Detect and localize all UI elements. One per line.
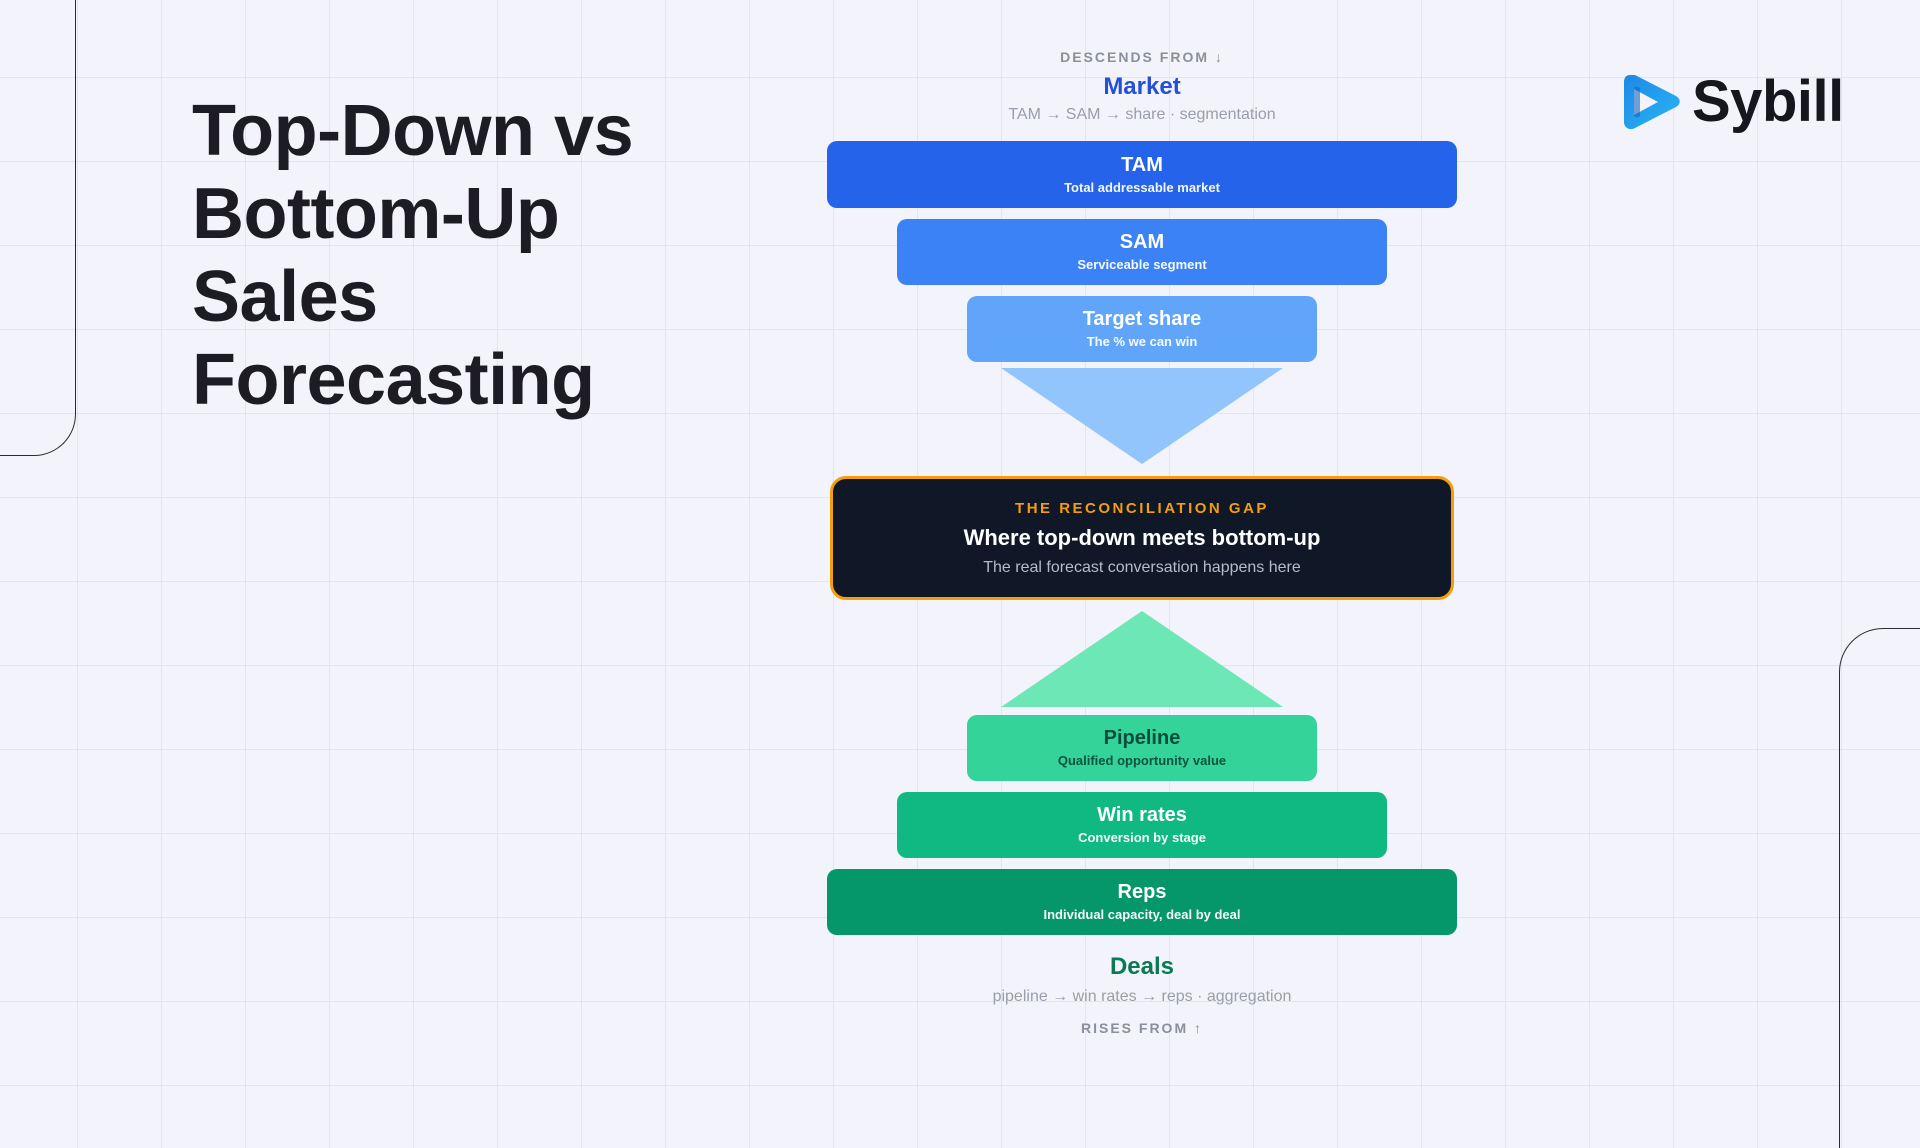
page-title: Top-Down vs Bottom-Up Sales Forecasting: [192, 90, 752, 422]
sybill-play-icon: [1624, 74, 1680, 129]
gap-title: Where top-down meets bottom-up: [963, 524, 1321, 550]
title-line: Bottom-Up: [192, 174, 560, 254]
level-title: TAM: [1121, 153, 1163, 176]
level-title: Win rates: [1097, 804, 1187, 826]
reconciliation-gap-card: THE RECONCILIATION GAP Where top-down me…: [830, 476, 1454, 600]
logo-text: Sybill: [1692, 69, 1844, 134]
sybill-logo: Sybill: [1620, 68, 1844, 135]
level-sam: SAM Serviceable segment: [897, 219, 1387, 285]
level-title: Pipeline: [1103, 727, 1181, 749]
level-title: SAM: [1119, 231, 1165, 253]
descends-from-label: DESCENDS FROM ↓: [1060, 49, 1224, 65]
level-pipeline: Pipeline Qualified opportunity value: [967, 715, 1317, 781]
level-target-share: Target share The % we can win: [967, 296, 1317, 362]
level-sub: Conversion by stage: [1078, 830, 1206, 845]
deals-anchor-sub: pipeline → win rates → reps · aggregatio…: [992, 988, 1292, 1005]
title-line: Sales: [192, 257, 378, 337]
level-win-rates: Win rates Conversion by stage: [897, 792, 1387, 858]
level-title: Reps: [1117, 881, 1167, 903]
corner-frame-bottom-right: [1839, 628, 1920, 1148]
gap-eyebrow: THE RECONCILIATION GAP: [1015, 499, 1269, 517]
level-reps: Reps Individual capacity, deal by deal: [827, 869, 1457, 935]
level-sub: Qualified opportunity value: [1057, 753, 1227, 768]
level-sub: Total addressable market: [1064, 179, 1220, 195]
market-anchor: Market: [1103, 73, 1181, 100]
level-title: Target share: [1082, 308, 1202, 330]
gap-sub: The real forecast conversation happens h…: [983, 558, 1301, 576]
title-line: Forecasting: [192, 340, 595, 420]
level-sub: Serviceable segment: [1077, 257, 1207, 272]
arrow-up-icon: [1001, 611, 1283, 707]
market-anchor-sub: TAM → SAM → share · segmentation: [1008, 106, 1276, 123]
forecast-diagram: DESCENDS FROM ↓ Market TAM → SAM → share…: [827, 0, 1457, 1080]
corner-frame-top-left: [0, 0, 76, 456]
level-tam: TAM Total addressable market: [827, 141, 1457, 208]
level-sub: Individual capacity, deal by deal: [1043, 907, 1241, 922]
deals-anchor: Deals: [1109, 953, 1175, 980]
level-sub: The % we can win: [1086, 334, 1198, 349]
title-line: Top-Down vs: [192, 91, 634, 171]
arrow-down-icon: [1001, 368, 1283, 464]
rises-from-label: RISES FROM ↑: [1080, 1020, 1203, 1036]
